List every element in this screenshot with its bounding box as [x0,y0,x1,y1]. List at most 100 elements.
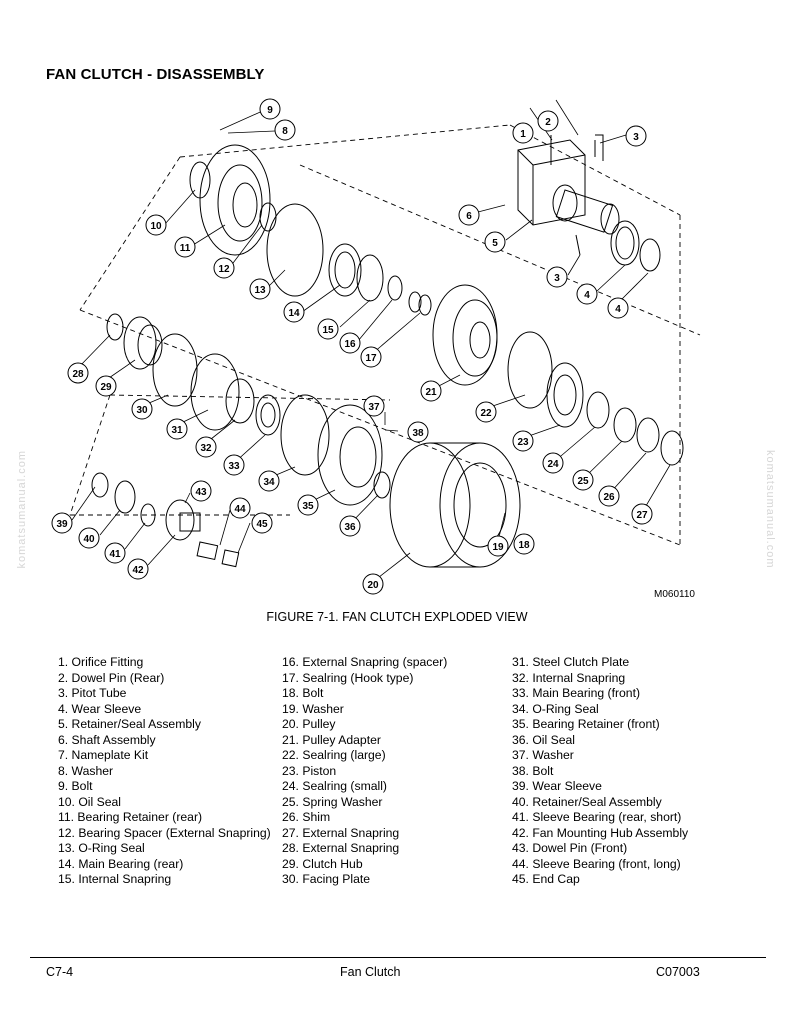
legend-item: 19. Washer [282,701,344,716]
callout-text: 17 [365,353,377,364]
callout-8: 8 [274,119,296,141]
callout-text: 25 [577,476,589,487]
bearing-retainer-rear-drawing [199,144,271,256]
callout-text: 33 [228,461,240,472]
callout-31: 31 [166,418,188,440]
legend-column-2: 16. External Snapring (spacer) 17. Sealr… [282,655,447,888]
legend-item: 40. Retainer/Seal Assembly [512,794,662,809]
footer-page-number: C7-4 [46,965,74,979]
legend-item: 45. End Cap [512,872,580,886]
legend-item: 17. Sealring (Hook type) [282,670,414,685]
callout-text: 19 [492,542,504,553]
callout-32: 32 [195,436,217,458]
callout-text: 44 [234,504,246,515]
callout-5: 4 [576,283,598,305]
legend-item: 42. Fan Mounting Hub Assembly [512,825,689,840]
legend-item: 29. Clutch Hub [282,856,363,871]
callout-11: 11 [174,236,196,258]
callout-text: 24 [547,459,559,470]
piston-drawing [546,362,584,428]
legend-item: 33. Main Bearing (front) [512,686,641,700]
callout-26: 26 [598,485,620,507]
callout-text: 35 [302,501,314,512]
callout-text: 3 [633,132,639,143]
callout-text: 27 [636,510,648,521]
callout-42: 42 [127,558,149,580]
legend-item: 37. Washer [512,748,574,762]
callout-19: 19 [487,535,509,557]
callout-text: 23 [517,437,529,448]
callout-4: 4 [607,297,629,319]
footer-section-title: Fan Clutch [340,965,401,979]
callout-12: 12 [213,257,235,279]
page-title: FAN CLUTCH - DISASSEMBLY [46,66,265,83]
callout-6: 5 [484,231,506,253]
callout-30: 30 [131,398,153,420]
footer-document-code: C07003 [656,965,700,979]
callout-18: 18 [513,533,535,555]
callout-text: 18 [518,540,530,551]
wear-sleeve-ring [639,238,661,272]
shaft-assembly-drawing [517,134,620,256]
legend-item: 39. Wear Sleeve [512,779,602,793]
callout-1: 1 [512,122,534,144]
callout-27: 27 [631,503,653,525]
legend-item: 13. O-Ring Seal [58,841,145,855]
callout-labels: 9 8 10 11 12 13 14 15 16 17 1 2 3 6 5 3 … [51,98,653,595]
callout-text: 15 [322,325,334,336]
legend-item: 10. Oil Seal [58,794,122,809]
legend-item: 32. Internal Snapring [512,670,626,685]
legend-item: 41. Sleeve Bearing (rear, short) [512,810,682,824]
legend-item: 31. Steel Clutch Plate [512,655,630,669]
callout-text: 45 [256,519,268,530]
callout-34: 34 [258,470,280,492]
legend-item: 35. Bearing Retainer (front) [512,717,660,731]
callout-10: 10 [145,214,167,236]
clutch-hub-drawing [123,316,163,370]
callout-text: 6 [466,211,472,222]
legend-item: 14. Main Bearing (rear) [58,856,184,871]
callout-text: 10 [150,221,162,232]
callout-text: 43 [195,487,207,498]
callout-28: 28 [67,362,89,384]
sealring-large [507,331,553,409]
callout-text: 36 [344,522,356,533]
callout-37: 37 [363,395,385,417]
callout-text: 14 [288,308,300,319]
legend-item: 20. Pulley [282,717,336,731]
callout-13: 13 [249,278,271,300]
callout-7: 6 [458,204,480,226]
callout-text: 40 [83,534,95,545]
legend-item: 16. External Snapring (spacer) [282,655,448,669]
callout-text: 39 [56,519,68,530]
callout-text: 8 [282,126,288,137]
pulley-adapter-drawing [432,284,498,386]
callout-text: 31 [171,425,183,436]
callout-20: 20 [362,573,384,595]
legend-column-1: 1. Orifice Fitting 2. Dowel Pin (Rear) 3… [58,655,271,888]
legend-item: 9. Bolt [58,779,93,793]
legend-item: 22. Sealring (large) [282,748,386,762]
watermark-left: komatsumanual.com [16,450,28,569]
callout-text: 37 [368,402,380,413]
steel-clutch-plate-drawing [190,353,240,431]
callout-2: 2 [537,110,559,132]
legend-item: 25. Spring Washer [282,794,383,809]
callout-25: 25 [572,469,594,491]
callout-21: 21 [420,380,442,402]
callout-23: 23 [512,430,534,452]
legend-item: 38. Bolt [512,763,554,778]
callout-text: 28 [72,369,84,380]
leader-lines [71,99,671,582]
callout-text: 4 [584,290,590,301]
watermark-right: komatsumanual.com [764,450,776,569]
callout-text: 41 [109,549,121,560]
legend-item: 36. Oil Seal [512,732,576,747]
legend-column-3: 31. Steel Clutch Plate 32. Internal Snap… [512,655,688,888]
legend-item: 44. Sleeve Bearing (front, long) [512,856,681,871]
callout-text: 16 [344,339,356,350]
legend-item: 28. External Snapring [282,841,400,855]
callout-text: 20 [367,580,379,591]
retainer-seal-ring [610,220,640,266]
callout-text: 13 [254,285,266,296]
